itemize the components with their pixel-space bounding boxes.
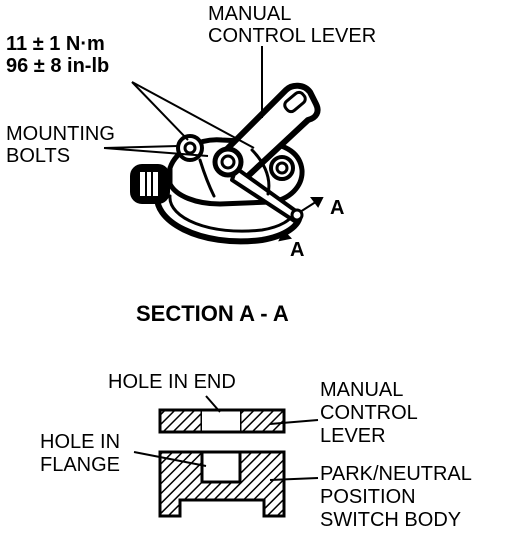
hole-in-end-label: HOLE IN END (108, 371, 236, 393)
upper-leader-lines (103, 46, 324, 242)
manual-control-lever-label-1: MANUAL (320, 379, 404, 401)
hole-in-flange (200, 450, 242, 484)
hole-in-flange-label-2: FLANGE (40, 454, 121, 476)
switch-body-label-1: PARK/NEUTRAL (320, 463, 472, 485)
manual-control-lever-label-2: CONTROL (320, 402, 418, 424)
mounting-bolts-label-2: BOLTS (6, 145, 71, 167)
mounting-bolt-right (269, 155, 295, 181)
manual-control-lever-label-top-2: CONTROL LEVER (208, 25, 377, 47)
section-title: SECTION A - A (136, 301, 289, 326)
hole-in-flange-label-1: HOLE IN (40, 431, 121, 453)
section-marker-lower: A (290, 239, 305, 261)
torque-value-metric: 11 ± 1 N·m (6, 33, 105, 55)
switch-body-arc (154, 189, 303, 245)
switch-body-label-2: POSITION (320, 486, 416, 508)
lever-section-right (238, 408, 286, 434)
manual-control-lever-label-3: LEVER (320, 425, 386, 447)
torque-value-imperial: 96 ± 8 in-lb (6, 55, 110, 77)
manual-control-lever-label-top-1: MANUAL (208, 3, 292, 25)
mounting-bolts-label-1: MOUNTING (6, 123, 115, 145)
switch-body-label-3: SWITCH BODY (320, 509, 462, 531)
switch-body-section (158, 450, 286, 518)
lower-leader-lines (133, 395, 319, 481)
hole-in-end (202, 410, 240, 432)
mounting-bolt-left (176, 134, 204, 162)
section-marker-upper: A (330, 197, 345, 219)
switch-assembly-illustration (130, 82, 321, 245)
section-view (158, 408, 286, 518)
lever-section-left (158, 408, 204, 434)
lever-pivot-nut (212, 146, 244, 178)
